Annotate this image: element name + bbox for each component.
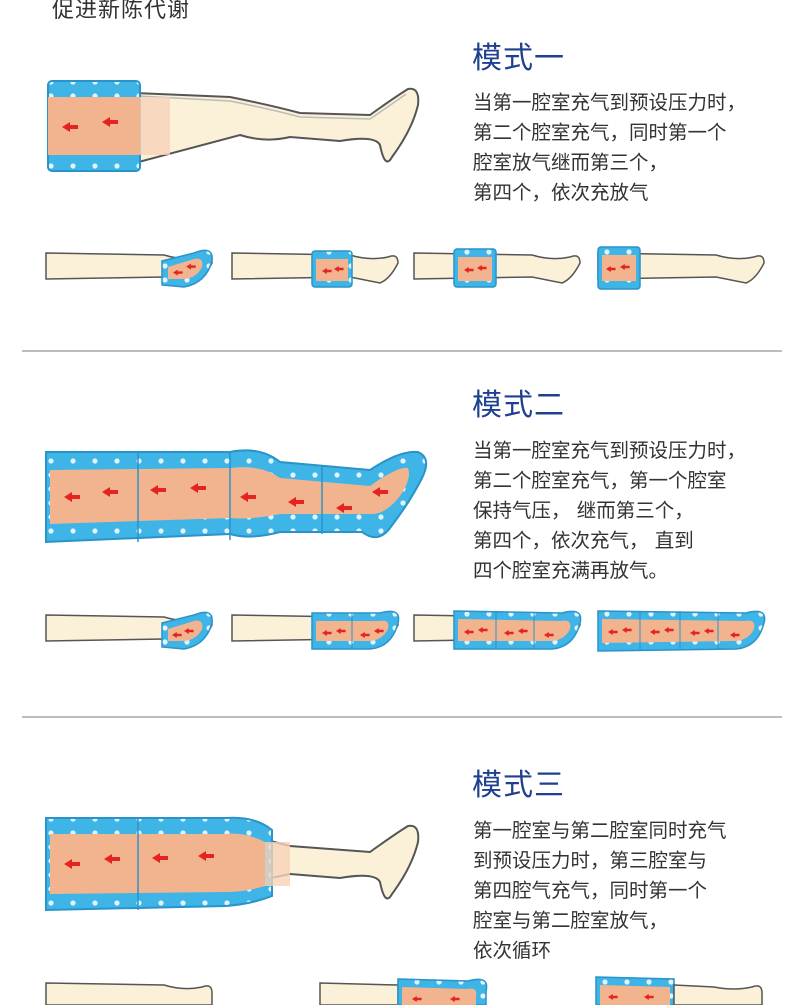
mode-2-desc-line: 四个腔室充满再放气。 xyxy=(473,559,669,582)
mode-1-step-1 xyxy=(45,249,213,288)
mode-3-step-2 xyxy=(319,978,488,1005)
mode-1-desc-line: 当第一腔室充气到预设压力时， xyxy=(473,91,747,114)
mode-2-description: 当第一腔室充气到预设压力时， 第二个腔室充气，第一个腔室 保持气压， 继而第三个… xyxy=(473,436,746,586)
section-divider xyxy=(22,350,782,352)
mode-2-desc-line: 当第一腔室充气到预设压力时， xyxy=(473,439,747,462)
leg-inner-outline xyxy=(137,93,407,120)
mode-3-desc-line: 到预设压力时，第三腔室与 xyxy=(473,849,708,872)
mode-2-desc-line: 保持气压， 继而第三个， xyxy=(473,499,694,522)
mode-3-desc-line: 第一腔室与第二腔室同时充气 xyxy=(473,819,727,842)
mode-2-title: 模式二 xyxy=(472,388,565,423)
mode-2-desc-line: 第二个腔室充气，第一个腔室 xyxy=(473,469,727,492)
top-caption: 促进新陈代谢 xyxy=(52,0,191,23)
mode-3-title: 模式三 xyxy=(472,768,565,803)
mode-1-main-leg-illustration xyxy=(47,80,420,172)
mode-2-step-1 xyxy=(45,611,213,650)
mode-2-step-4 xyxy=(597,610,766,652)
mode-3-step-1 xyxy=(45,982,213,1005)
mode-2-desc-line: 第四个，依次充气， 直到 xyxy=(473,529,694,552)
inflated-chamber xyxy=(48,97,140,155)
leg-shape xyxy=(134,87,420,165)
mode-2-step-3 xyxy=(413,610,582,650)
mode-1-desc-line: 第二个腔室充气，同时第一个 xyxy=(473,121,727,144)
mode-1-step-4 xyxy=(597,246,765,290)
mode-2-main-leg-illustration xyxy=(45,449,428,544)
mode-3-main-leg-illustration xyxy=(45,816,420,912)
mode-1-description: 当第一腔室充气到预设压力时， 第二个腔室充气，同时第一个 腔室放气继而第三个， … xyxy=(473,88,746,208)
mode-3-desc-line: 依次循环 xyxy=(473,939,552,962)
mode-1-desc-line: 腔室放气继而第三个， xyxy=(473,151,669,174)
mode-3-desc-line: 第四腔气充气，同时第一个 xyxy=(473,879,708,902)
mode-3-desc-line: 腔室与第二腔室放气， xyxy=(473,909,669,932)
mode-1-title: 模式一 xyxy=(472,41,565,76)
mode-1-desc-line: 第四个，依次充放气 xyxy=(473,181,649,204)
mode-3-step-3 xyxy=(595,976,763,1005)
mode-1-step-2 xyxy=(231,250,399,288)
mode-2-step-2 xyxy=(231,610,400,650)
mode-3-description: 第一腔室与第二腔室同时充气 到预设压力时，第三腔室与 第四腔气充气，同时第一个 … xyxy=(473,816,727,966)
mode-1-step-3 xyxy=(413,248,581,288)
section-divider xyxy=(22,716,782,718)
inflated-chambers xyxy=(50,833,265,894)
